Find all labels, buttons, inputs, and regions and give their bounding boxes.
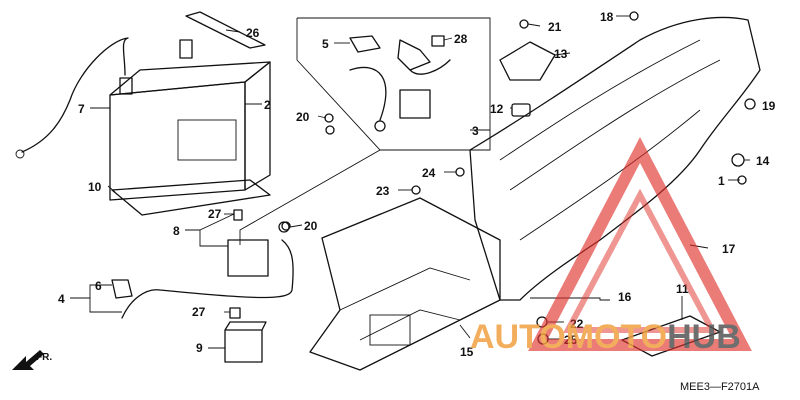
callout-12: 12	[490, 102, 504, 116]
callout-21: 21	[548, 20, 562, 34]
diagram-code: MEE3—F2701A	[680, 381, 760, 393]
callout-20a: 20	[296, 110, 310, 124]
callout-23: 23	[376, 184, 390, 198]
svg-text:AUTOMOTOHUB: AUTOMOTOHUB	[470, 318, 741, 356]
rear-fender	[469, 16, 761, 301]
callout-27a: 27	[208, 207, 222, 221]
callout-labels: 1 2 3 4 5 6 7 8 9 10 11 12 13 14 15 16 1…	[58, 10, 776, 359]
watermark-moto: MOTO	[566, 318, 667, 356]
callout-6: 6	[95, 279, 102, 293]
callout-17: 17	[722, 242, 736, 256]
callout-4: 4	[58, 292, 65, 306]
front-direction-indicator: FR.	[12, 350, 52, 370]
bracket	[499, 41, 556, 81]
watermark-auto: AUTO	[470, 318, 566, 356]
fuse-box	[224, 321, 267, 363]
callout-9: 9	[196, 341, 203, 355]
watermark-triangle-icon	[528, 137, 752, 351]
front-arrow-icon	[12, 350, 44, 370]
callout-13: 13	[554, 47, 568, 61]
callout-19: 19	[762, 99, 776, 113]
callout-8: 8	[173, 224, 180, 238]
rubber-plug	[511, 103, 531, 117]
battery-cable	[21, 37, 129, 153]
watermark-hub: HUB	[667, 318, 741, 356]
starter-cable	[121, 239, 294, 319]
terminal-boot	[111, 279, 133, 299]
callout-20b: 20	[304, 219, 318, 233]
callout-7: 7	[78, 102, 85, 116]
battery-band	[185, 11, 266, 49]
front-label: FR.	[36, 352, 52, 363]
callout-5: 5	[322, 37, 329, 51]
starter-relay	[227, 209, 269, 277]
callout-1: 1	[718, 174, 725, 188]
callout-18: 18	[600, 10, 614, 24]
callout-28: 28	[454, 32, 468, 46]
callout-2: 2	[264, 98, 271, 112]
callout-16: 16	[618, 290, 632, 304]
watermark: AUTOMOTOHUB	[470, 137, 752, 356]
wire-harness	[349, 39, 451, 121]
callout-14: 14	[756, 154, 770, 168]
callout-26: 26	[246, 26, 260, 40]
leader-lines	[70, 15, 750, 349]
callout-3: 3	[472, 124, 479, 138]
harness-group-box	[296, 17, 491, 151]
callout-27b: 27	[192, 305, 206, 319]
callout-15: 15	[460, 345, 474, 359]
fuse-box-cover	[349, 35, 381, 53]
callout-10: 10	[88, 180, 102, 194]
inner-fender	[309, 197, 501, 371]
battery	[109, 39, 271, 201]
main-fuse	[229, 307, 241, 319]
callout-24: 24	[422, 166, 436, 180]
battery-pad	[111, 179, 271, 216]
